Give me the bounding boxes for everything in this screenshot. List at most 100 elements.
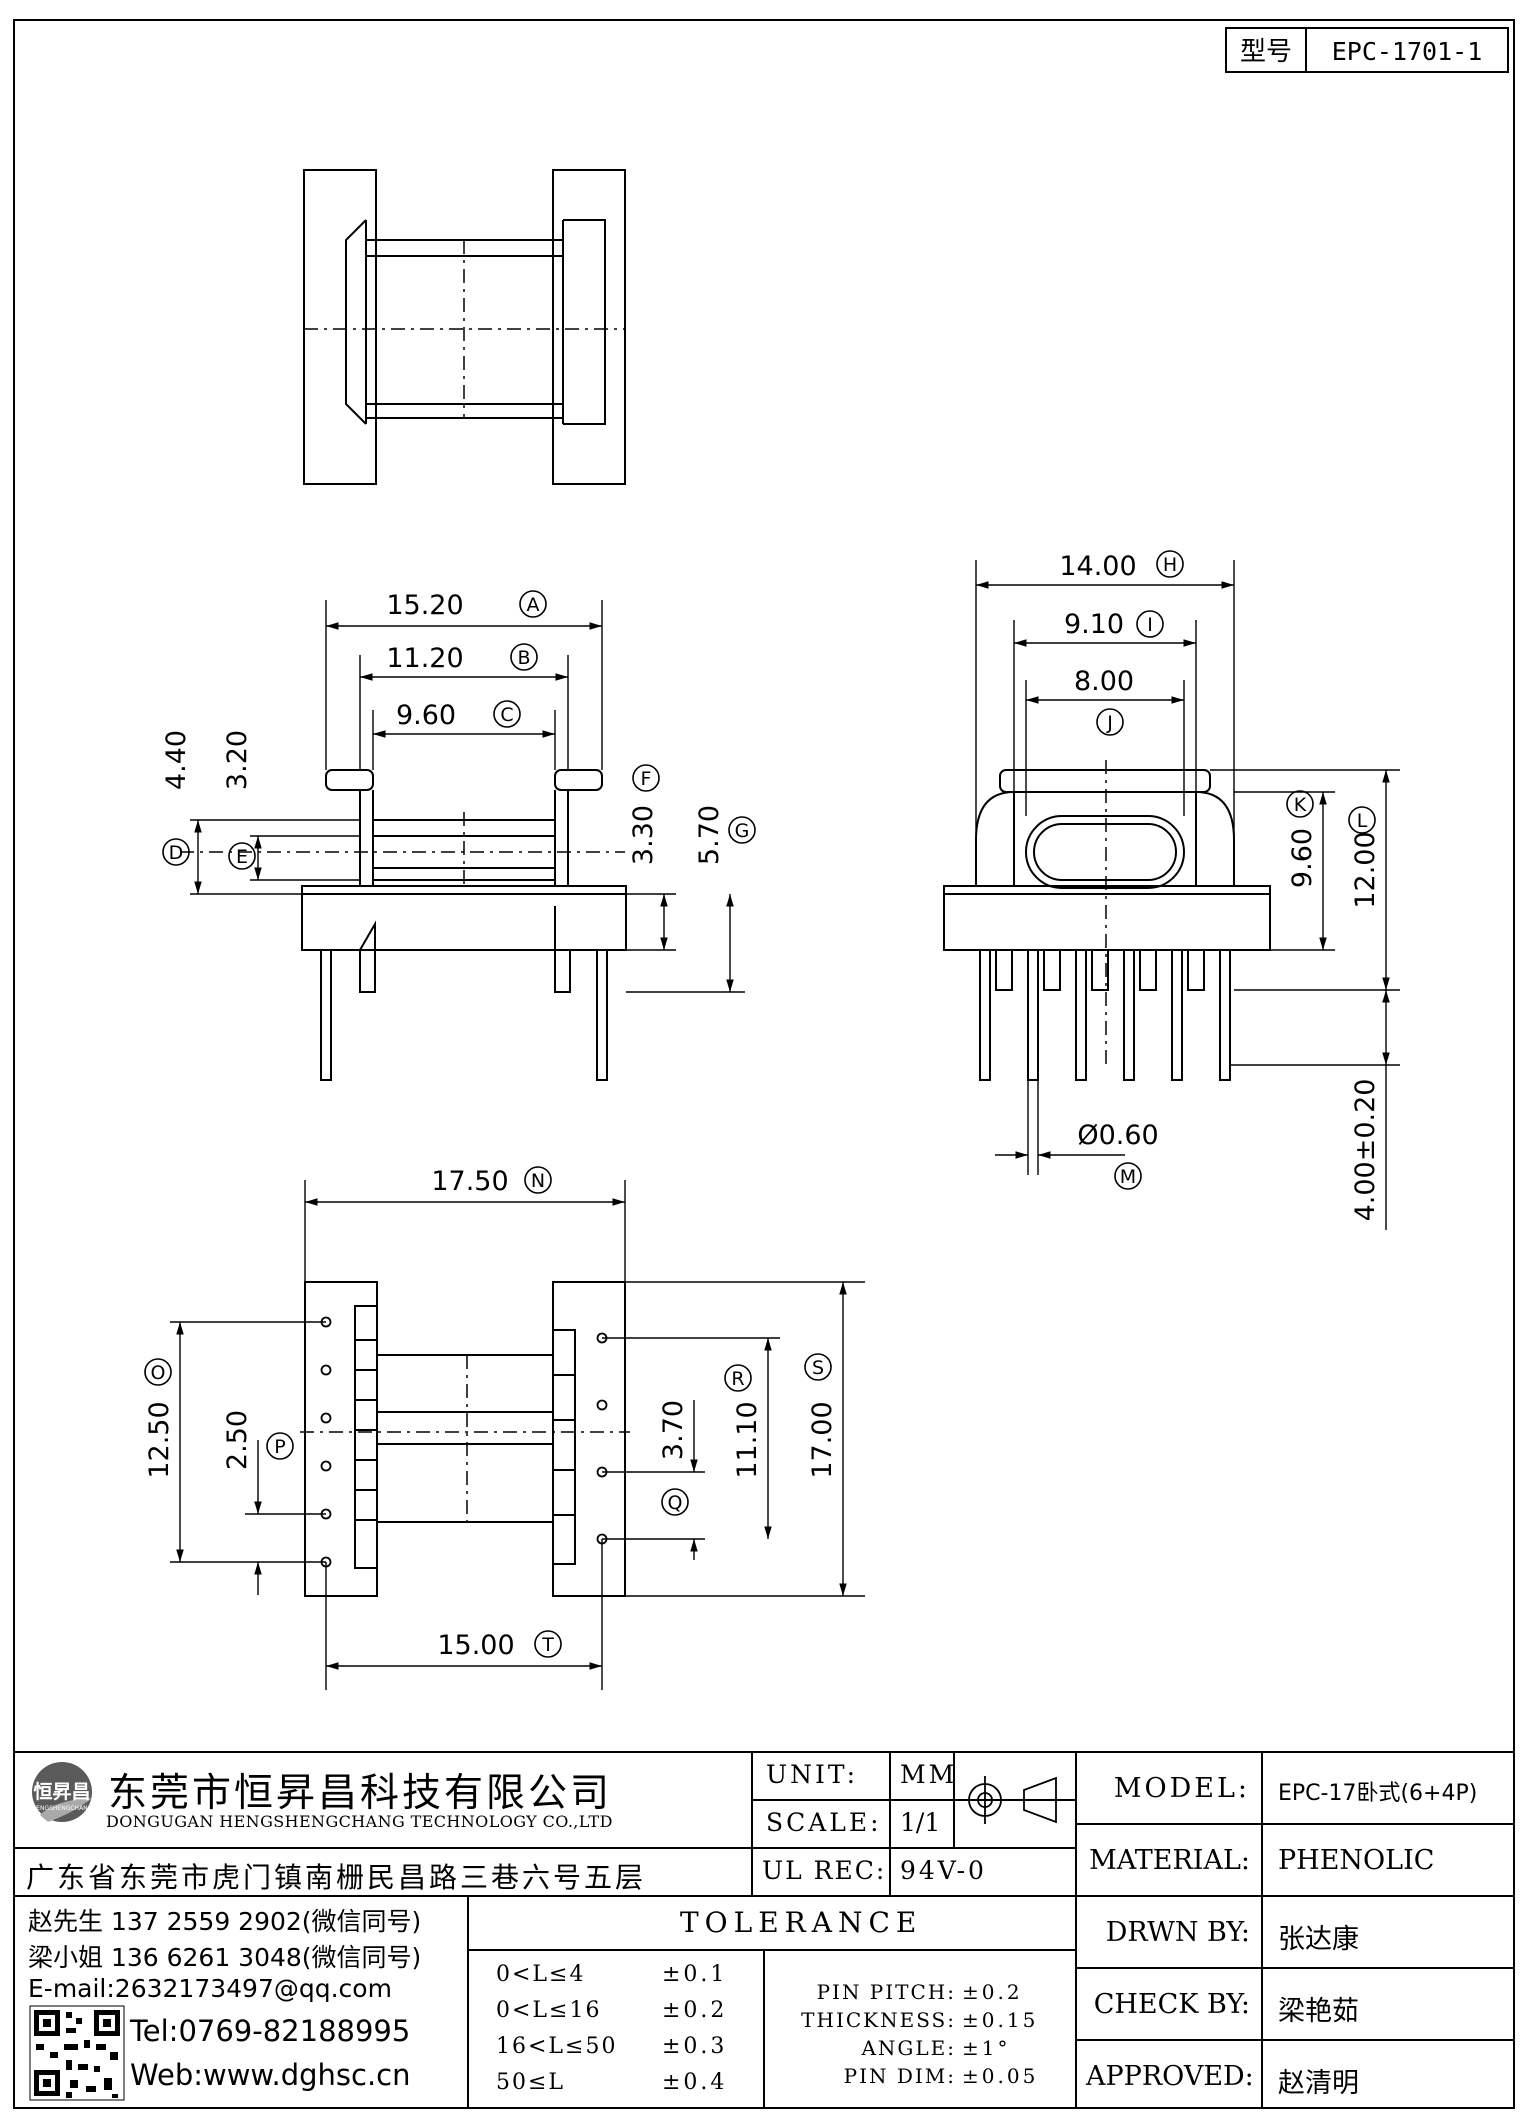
logo-subtext: HENGSHENGCHANG: [32, 1805, 93, 1812]
svg-text:L: L: [1357, 810, 1368, 832]
company-address: 广东省东莞市虎门镇南栅民昌路三巷六号五层: [26, 1861, 647, 1894]
svg-text:S: S: [812, 1357, 824, 1379]
dimension-lines: [170, 560, 1400, 1690]
thickness-value: ±0.15: [962, 2008, 1039, 2032]
logo-text: 恒昇昌: [33, 1781, 90, 1803]
svg-text:B: B: [517, 647, 530, 669]
dim-G-value: 5.70: [694, 805, 725, 865]
check-by-label: CHECK BY:: [1093, 1989, 1250, 2020]
pin-dim-value: ±0.05: [962, 2064, 1039, 2088]
model-tag-label: 型号: [1240, 37, 1292, 67]
dimension-letters: A B C D E F G H I J K L M N O P Q R S T: [144, 550, 1376, 1658]
approved-label: APPROVED:: [1086, 2061, 1254, 2092]
company-name-en: DONGUGAN HENGSHENGCHANG TECHNOLOGY CO.,L…: [106, 1812, 613, 1831]
dim-pin-length: 4.00±0.20: [1350, 1079, 1381, 1222]
dim-N-value: 17.50: [431, 1166, 508, 1197]
pin-pitch-label: PIN PITCH:: [816, 1980, 956, 2004]
dim-L-value: 12.00: [1350, 831, 1381, 908]
model-tag-value: EPC-1701-1: [1332, 37, 1483, 66]
approved-value: 赵清明: [1278, 2068, 1359, 2099]
dim-Q-value: 3.70: [658, 1400, 689, 1460]
dim-I-value: 9.10: [1064, 609, 1124, 640]
tolerance-value: ±0.3: [662, 2034, 728, 2059]
tolerance-range: 16<L≤50: [496, 2034, 618, 2059]
unit-value: MM: [900, 1760, 958, 1789]
check-by-value: 梁艳茹: [1278, 1996, 1359, 2027]
dim-C-value: 9.60: [396, 700, 456, 731]
dim-H-value: 14.00: [1059, 551, 1136, 582]
letter-R: R: [724, 1364, 752, 1392]
dim-D-value: 4.40: [161, 730, 192, 790]
dim-P-value: 2.50: [222, 1410, 253, 1470]
dim-F-value: 3.30: [628, 805, 659, 865]
letter-P: P: [266, 1432, 294, 1460]
letter-M: M: [1114, 1162, 1142, 1190]
ulrec-label: UL REC:: [762, 1856, 887, 1885]
svg-text:G: G: [735, 820, 750, 842]
letter-T: T: [534, 1630, 562, 1658]
model-label: MODEL:: [1113, 1773, 1250, 1804]
letter-Q: Q: [661, 1488, 689, 1516]
letter-L: L: [1348, 806, 1376, 834]
contact-web: Web:www.dghsc.cn: [130, 2058, 411, 2092]
tolerance-value: ±0.2: [662, 1998, 728, 2023]
company-logo: 恒昇昌 HENGSHENGCHANG: [32, 1762, 93, 1822]
svg-text:F: F: [641, 768, 652, 790]
company-name-cn: 东莞市恒昇昌科技有限公司: [108, 1771, 613, 1816]
scale-value: 1/1: [900, 1808, 941, 1837]
letter-I: I: [1136, 610, 1164, 638]
tolerance-value: ±0.1: [662, 1962, 728, 1987]
svg-text:I: I: [1147, 614, 1153, 636]
dim-M-value: Ø0.60: [1077, 1120, 1158, 1151]
letter-E: E: [228, 842, 256, 870]
side-view: [943, 760, 1271, 1081]
material-value: PHENOLIC: [1278, 1845, 1435, 1876]
dim-K-value: 9.60: [1287, 828, 1318, 888]
material-label: MATERIAL:: [1089, 1845, 1250, 1876]
dim-J-value: 8.00: [1074, 666, 1134, 697]
letter-D: D: [162, 838, 190, 866]
svg-text:H: H: [1163, 554, 1177, 576]
letter-H: H: [1156, 550, 1184, 578]
letter-C: C: [493, 700, 521, 728]
drawn-by-value: 张达康: [1278, 1924, 1359, 1955]
tolerance-title: TOLERANCE: [680, 1906, 923, 1939]
angle-label: ANGLE:: [861, 2036, 956, 2060]
svg-text:J: J: [1106, 712, 1113, 734]
projection-symbol-icon: [960, 1776, 1066, 1824]
dim-E-value: 3.20: [222, 730, 253, 790]
contact-1: 赵先生 137 2559 2902(微信同号): [28, 1907, 422, 1936]
contact-2: 梁小姐 136 6261 3048(微信同号): [28, 1943, 422, 1972]
svg-text:P: P: [274, 1436, 285, 1458]
letter-F: F: [632, 764, 660, 792]
letter-O: O: [144, 1358, 172, 1386]
pin-dim-label: PIN DIM:: [843, 2064, 956, 2088]
dim-B-value: 11.20: [386, 643, 463, 674]
pin-pitch-value: ±0.2: [962, 1980, 1023, 2004]
top-view: [303, 169, 626, 485]
letter-B: B: [510, 643, 538, 671]
svg-text:D: D: [169, 842, 184, 864]
letter-G: G: [728, 816, 756, 844]
svg-text:E: E: [236, 846, 248, 868]
dim-R-value: 11.10: [732, 1401, 763, 1478]
bottom-view: [300, 1281, 630, 1597]
contact-tel: Tel:0769-82188995: [130, 2014, 411, 2048]
tolerance-value: ±0.4: [662, 2070, 728, 2095]
drawn-by-label: DRWN BY:: [1105, 1917, 1250, 1948]
svg-text:M: M: [1120, 1166, 1136, 1188]
letter-A: A: [519, 590, 547, 618]
dim-S-value: 17.00: [807, 1401, 838, 1478]
svg-text:C: C: [500, 704, 513, 726]
ulrec-value: 94V-0: [900, 1856, 987, 1885]
scale-label: SCALE:: [766, 1808, 882, 1837]
letter-S: S: [804, 1353, 832, 1381]
front-view: [180, 769, 627, 1081]
svg-text:R: R: [731, 1368, 744, 1390]
dim-A-value: 15.20: [386, 590, 463, 621]
svg-text:O: O: [151, 1362, 166, 1384]
svg-text:A: A: [527, 594, 540, 616]
svg-text:K: K: [1294, 794, 1307, 816]
letter-K: K: [1286, 790, 1314, 818]
